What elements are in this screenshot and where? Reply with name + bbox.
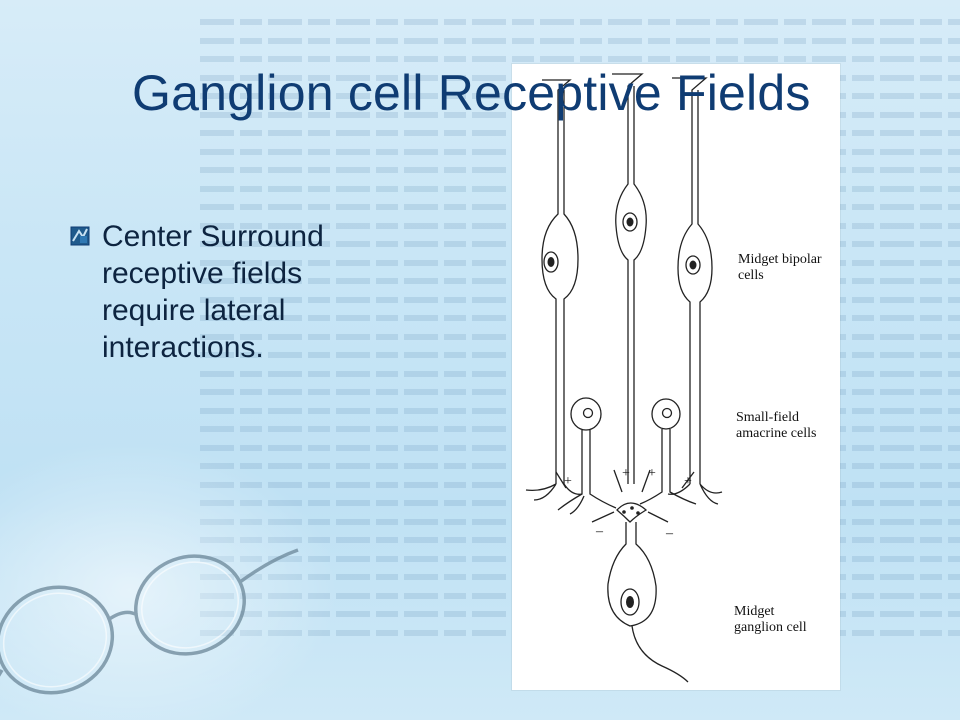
amacrine-cell-right xyxy=(651,398,681,430)
slide-title: Ganglion cell Receptive Fields xyxy=(132,65,811,121)
neuron-diagram: Midget bipolar cells Small-field amacrin… xyxy=(512,64,840,690)
bipolar-cell-right xyxy=(672,77,708,484)
label-ganglion: Midget ganglion cell xyxy=(734,604,807,635)
label-amacrine: Small-field amacrine cells xyxy=(736,410,817,441)
sign-minus-1: – xyxy=(596,524,603,539)
sign-plus-1: + xyxy=(564,474,572,489)
sign-minus-2: – xyxy=(666,526,673,541)
amacrine-cell-left xyxy=(570,397,602,431)
sign-plus-2: + xyxy=(622,466,630,481)
bipolar-cell-left xyxy=(541,79,572,484)
sign-plus-3: + xyxy=(648,466,656,481)
eyeglasses-icon xyxy=(0,548,299,695)
bipolar-cell-middle xyxy=(612,73,644,484)
bullet-text: Center Surround receptive fields require… xyxy=(102,220,324,364)
square-bullet-icon xyxy=(70,226,90,246)
sign-plus-4: + xyxy=(684,474,692,489)
background-glare xyxy=(0,440,340,720)
label-midget-bipolar: Midget bipolar cells xyxy=(738,252,822,283)
